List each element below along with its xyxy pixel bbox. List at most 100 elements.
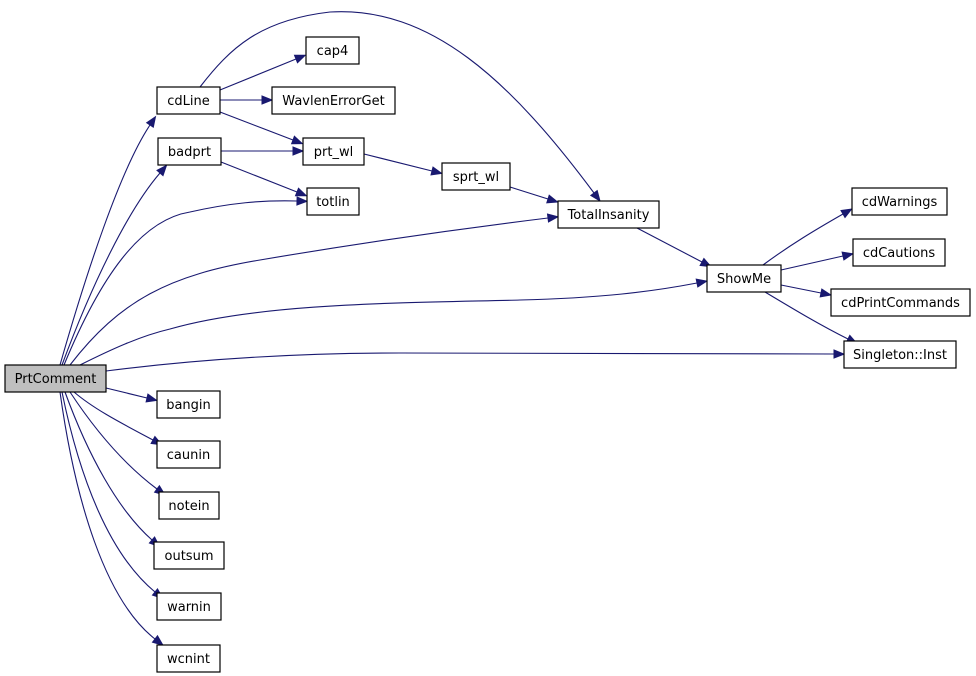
- arrowhead-icon: [294, 187, 308, 197]
- edge-line: [63, 200, 298, 366]
- node-cdline-label: cdLine: [167, 94, 210, 109]
- arrowhead-icon: [695, 278, 709, 288]
- edge-line: [59, 391, 156, 640]
- node-bangin[interactable]: bangin: [156, 390, 221, 419]
- node-cdprintcommands[interactable]: cdPrintCommands: [830, 288, 971, 317]
- arrowhead-icon: [819, 288, 833, 298]
- node-showme[interactable]: ShowMe: [706, 264, 782, 293]
- node-cap4-label: cap4: [317, 44, 349, 59]
- node-showme-label: ShowMe: [717, 272, 771, 287]
- node-wavlenerrorget[interactable]: WavlenErrorGet: [271, 86, 396, 115]
- edge-badprt-to-totlin: [220, 161, 308, 197]
- edge-line: [61, 172, 161, 366]
- node-prtcomment[interactable]: PrtComment: [4, 364, 107, 393]
- node-totalinsanity-label: TotalInsanity: [567, 208, 650, 223]
- node-prt_wl-label: prt_wl: [314, 145, 353, 160]
- edge-line: [64, 391, 153, 541]
- edge-line: [636, 227, 703, 263]
- node-notein-label: notein: [168, 499, 209, 514]
- edge-prtcomment-to-wcnint: [59, 391, 164, 647]
- node-wavlenerrorget-label: WavlenErrorGet: [282, 94, 384, 109]
- node-wcnint-label: wcnint: [167, 652, 210, 667]
- edge-prtcomment-to-singleton_inst: [105, 349, 846, 372]
- edge-cdline-to-wavlenerrorget: [220, 95, 274, 105]
- node-warnin[interactable]: warnin: [156, 592, 222, 621]
- node-badprt-label: badprt: [168, 145, 211, 160]
- arrowhead-icon: [261, 95, 274, 105]
- edge-prt_wl-to-sprt_wl: [363, 153, 443, 176]
- edge-line: [105, 387, 148, 399]
- edge-line: [220, 161, 298, 193]
- edge-line: [219, 111, 294, 141]
- arrowhead-icon: [833, 349, 846, 359]
- node-cdwarnings-label: cdWarnings: [862, 195, 938, 210]
- node-notein[interactable]: notein: [158, 491, 220, 520]
- edge-showme-to-cdwarnings: [762, 208, 853, 266]
- edge-line: [764, 291, 849, 340]
- node-bangin-label: bangin: [166, 398, 211, 413]
- node-cdprintcommands-label: cdPrintCommands: [841, 296, 960, 311]
- arrowhead-icon: [546, 194, 559, 204]
- edge-line: [61, 391, 156, 593]
- arrowhead-icon: [290, 135, 304, 145]
- edge-line: [762, 213, 844, 266]
- edge-line: [69, 217, 549, 366]
- node-sprt_wl-label: sprt_wl: [453, 170, 499, 185]
- node-badprt[interactable]: badprt: [157, 137, 222, 166]
- arrowhead-icon: [156, 164, 168, 177]
- edge-line: [780, 284, 822, 294]
- edge-prtcomment-to-cdline: [59, 115, 157, 366]
- node-caunin[interactable]: caunin: [156, 440, 221, 469]
- edge-prtcomment-to-bangin: [105, 387, 159, 403]
- edge-line: [199, 11, 595, 194]
- node-prt_wl[interactable]: prt_wl: [302, 137, 365, 166]
- edge-showme-to-cdprintcommands: [780, 284, 833, 298]
- edge-prtcomment-to-outsum: [64, 391, 161, 548]
- edge-line: [59, 124, 151, 366]
- node-cdcautions[interactable]: cdCautions: [852, 238, 946, 267]
- node-totalinsanity[interactable]: TotalInsanity: [557, 200, 660, 229]
- edge-showme-to-cdcautions: [780, 251, 855, 271]
- edge-line: [363, 153, 433, 172]
- node-cdline[interactable]: cdLine: [156, 86, 221, 115]
- arrowhead-icon: [145, 393, 159, 403]
- arrowhead-icon: [430, 166, 443, 176]
- edge-sprt_wl-to-totalinsanity: [509, 186, 559, 204]
- edge-badprt-to-prt_wl: [221, 146, 305, 156]
- arrowhead-icon: [296, 196, 309, 206]
- arrowhead-icon: [151, 634, 164, 647]
- node-outsum[interactable]: outsum: [153, 541, 225, 570]
- node-singleton-inst-label: Singleton::Inst: [853, 348, 947, 363]
- node-warnin-label: warnin: [167, 600, 211, 615]
- call-edges: [59, 11, 859, 647]
- edge-line: [509, 186, 549, 200]
- edge-line: [69, 391, 158, 490]
- node-wcnint[interactable]: wcnint: [156, 644, 221, 673]
- arrowhead-icon: [840, 208, 853, 219]
- node-outsum-label: outsum: [165, 549, 214, 564]
- arrowhead-icon: [589, 189, 601, 203]
- node-cdwarnings[interactable]: cdWarnings: [851, 187, 948, 216]
- edge-line: [105, 352, 835, 372]
- edge-totalinsanity-to-showme: [636, 227, 713, 268]
- node-cdcautions-label: cdCautions: [863, 246, 936, 261]
- arrowhead-icon: [292, 146, 305, 156]
- edge-line: [79, 282, 698, 366]
- node-totlin[interactable]: totlin: [306, 187, 360, 216]
- arrowhead-icon: [841, 251, 855, 261]
- node-caunin-label: caunin: [167, 448, 210, 463]
- edge-prtcomment-to-badprt: [61, 164, 168, 366]
- node-prtcomment-label: PrtComment: [15, 372, 97, 387]
- edge-line: [219, 58, 297, 91]
- edge-prtcomment-to-totlin: [63, 196, 309, 366]
- node-singleton-inst[interactable]: Singleton::Inst: [843, 340, 957, 369]
- node-sprt_wl[interactable]: sprt_wl: [441, 162, 511, 191]
- edge-line: [780, 255, 844, 271]
- edge-cdline-to-totalinsanity: [199, 11, 601, 203]
- edge-prtcomment-to-showme: [79, 278, 709, 366]
- arrowhead-icon: [546, 213, 560, 223]
- node-totlin-label: totlin: [316, 195, 350, 210]
- node-cap4[interactable]: cap4: [305, 36, 360, 65]
- arrowhead-icon: [293, 54, 307, 64]
